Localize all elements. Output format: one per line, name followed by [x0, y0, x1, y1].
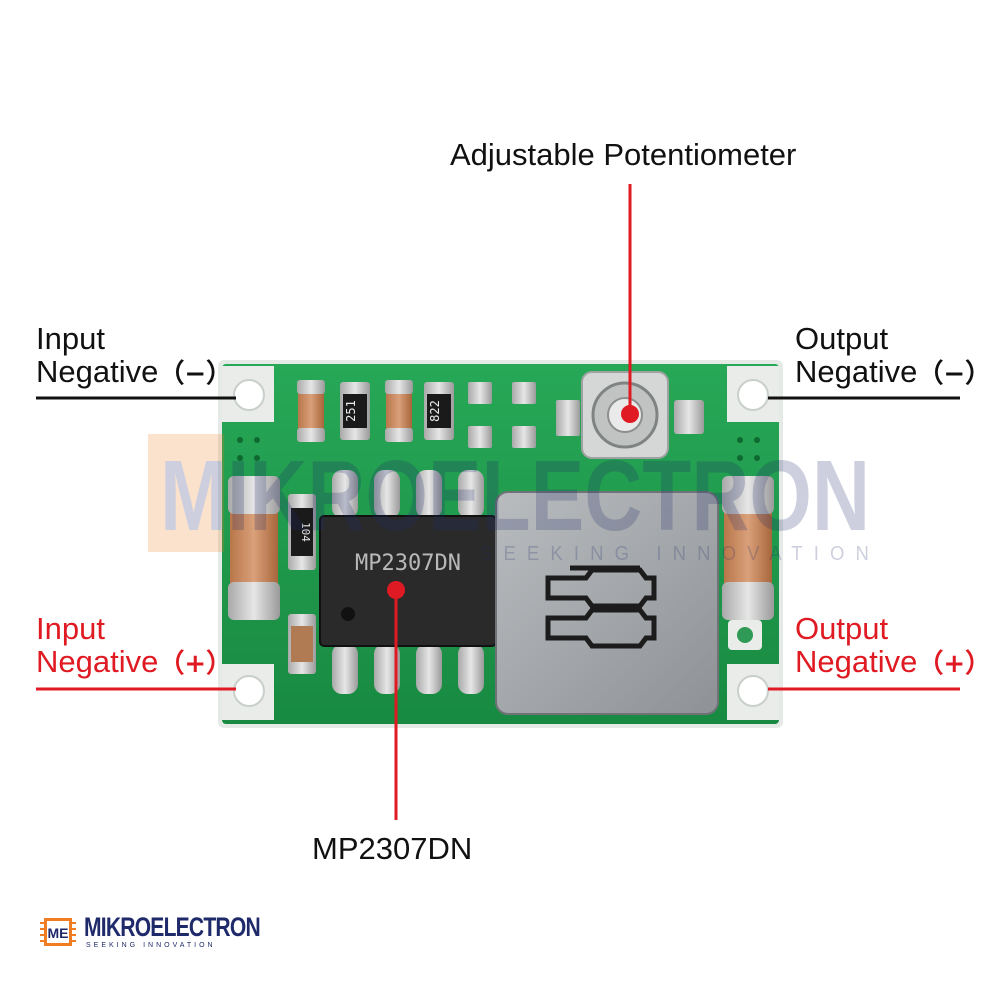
smd-resistor-251: 251: [340, 382, 370, 440]
smd-resistor-small: [288, 614, 316, 674]
label-input-positive-line1: Input: [36, 611, 105, 646]
smd-capacitor-1: [297, 380, 325, 442]
brand-logo: ME MIKROELECTRON SEEKING INNOVATION: [40, 912, 261, 956]
marker-potentiometer: [621, 405, 639, 423]
label-output-positive: Output Negative（+）: [795, 612, 991, 681]
label-output-positive-line1: Output: [795, 611, 889, 646]
vias: [237, 437, 760, 461]
label-output-negative: Output Negative（−）: [795, 322, 991, 391]
resistor-251-marking: 251: [344, 400, 358, 422]
inductor: [495, 491, 719, 715]
smd-capacitor-2: [385, 380, 413, 442]
label-output-negative-symbol: （−）: [917, 359, 992, 389]
watermark-tagline: SEEKING INNOVATION: [480, 543, 880, 565]
watermark: MIKROELECTRON SEEKING INNOVATION: [148, 434, 880, 565]
label-potentiometer: Adjustable Potentiometer: [450, 137, 797, 172]
output-capacitor: [722, 476, 774, 620]
label-output-negative-line1: Output: [795, 321, 889, 356]
input-capacitor: [228, 476, 280, 620]
brand-logo-tagline: SEEKING INNOVATION: [86, 942, 216, 949]
marker-chip: [387, 581, 405, 599]
chip-marking: MP2307DN: [355, 551, 461, 576]
label-input-negative: Input Negative（−）: [36, 322, 232, 391]
label-input-positive-line2: Negative: [36, 644, 159, 679]
brand-logo-word-b: ELECTRON: [150, 912, 260, 942]
label-input-negative-line2: Negative: [36, 354, 159, 389]
mount-hole-bottom-right: [737, 675, 769, 707]
label-output-negative-line2: Negative: [795, 354, 918, 389]
label-input-positive-symbol: （+）: [158, 649, 233, 679]
brand-logo-word-a: MIKRO: [84, 912, 151, 942]
label-output-positive-symbol: （+）: [917, 649, 992, 679]
label-output-positive-line2: Negative: [795, 644, 918, 679]
label-input-negative-symbol: （−）: [158, 359, 233, 389]
mount-hole-bottom-left: [233, 675, 265, 707]
capacitor-104-marking: 104: [299, 522, 312, 542]
resistor-822-marking: 822: [428, 400, 442, 422]
watermark-text: MIKROELECTRON: [160, 440, 870, 552]
pcb-board: 251 822: [218, 360, 783, 728]
leader-lines: [36, 184, 960, 820]
smd-resistor-822: 822: [424, 382, 454, 440]
label-chip: MP2307DN: [312, 831, 473, 866]
brand-logo-mark: ME: [48, 925, 69, 941]
brand-logo-icon: ME: [40, 918, 76, 946]
label-input-negative-line1: Input: [36, 321, 105, 356]
smd-capacitor-104: 104: [288, 494, 316, 570]
chip-pins-bottom: [332, 644, 484, 694]
led-footprint: [728, 620, 762, 650]
empty-pads: [468, 382, 580, 448]
chip-pins-top: [332, 470, 484, 518]
label-input-positive: Input Negative（+）: [36, 612, 232, 681]
brand-logo-wordmark: MIKROELECTRON: [84, 912, 261, 943]
mount-hole-top-right: [737, 379, 769, 411]
mp2307dn-chip: MP2307DN: [319, 515, 497, 647]
mount-hole-top-left: [233, 379, 265, 411]
